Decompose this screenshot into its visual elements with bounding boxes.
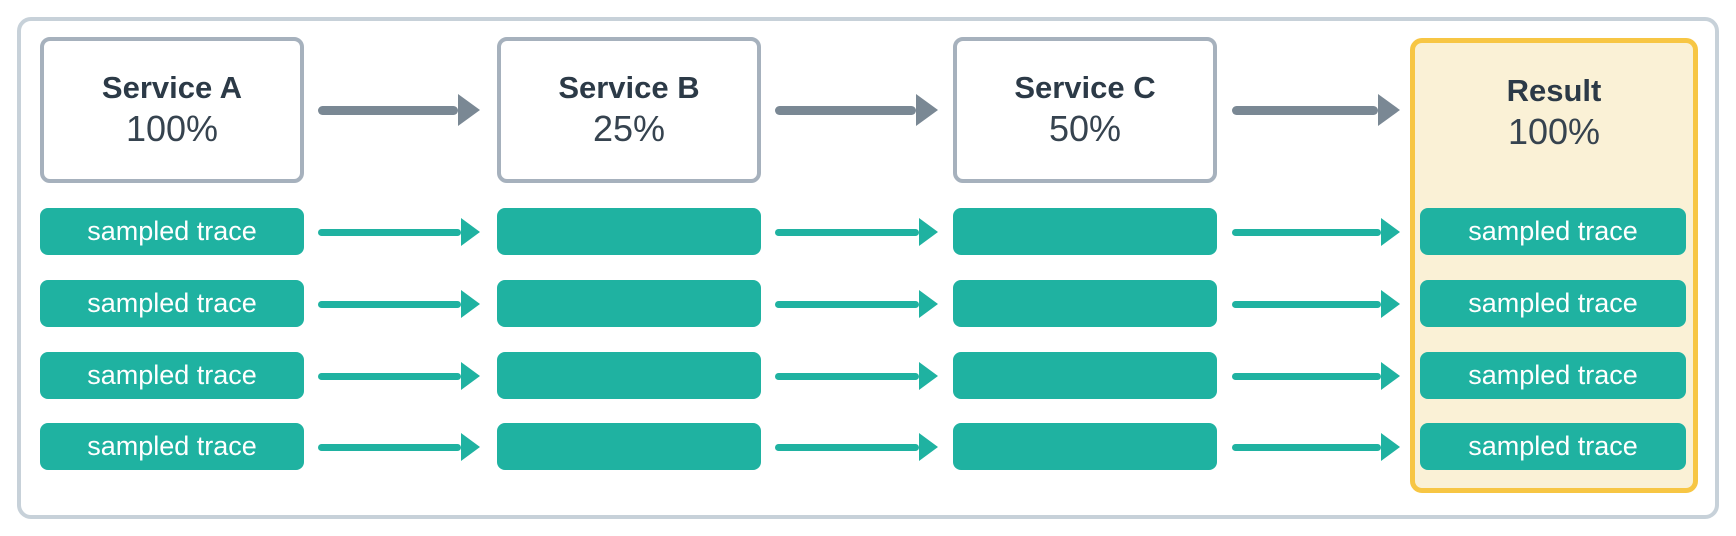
service-a-rate: 100% xyxy=(125,108,219,150)
arrow-shaft xyxy=(775,443,919,451)
trace-arrow-row2-b-to-c xyxy=(775,290,938,318)
arrow-head-icon xyxy=(461,218,480,246)
flow-arrow-a-to-b xyxy=(318,94,480,126)
flow-arrow-c-to-result xyxy=(1232,94,1400,126)
service-a-title: Service A xyxy=(101,69,243,105)
service-c-rate: 50% xyxy=(1048,108,1122,150)
arrow-head-icon xyxy=(1381,362,1400,390)
arrow-head-icon xyxy=(1378,94,1400,126)
result-box: Result 100% xyxy=(1410,38,1698,493)
trace-bar-a-row3: sampled trace xyxy=(40,352,304,399)
service-a-box: Service A 100% xyxy=(40,37,304,183)
arrow-shaft xyxy=(318,372,461,380)
trace-bar-b-row4 xyxy=(497,423,761,470)
result-rate: 100% xyxy=(1507,111,1601,153)
arrow-shaft xyxy=(1232,443,1381,451)
arrow-head-icon xyxy=(916,94,938,126)
arrow-head-icon xyxy=(1381,218,1400,246)
trace-arrow-row1-a-to-b xyxy=(318,218,480,246)
trace-arrow-row4-a-to-b xyxy=(318,433,480,461)
trace-bar-a-row1: sampled trace xyxy=(40,208,304,255)
trace-arrow-row3-c-to-result xyxy=(1232,362,1400,390)
trace-bar-b-row2 xyxy=(497,280,761,327)
arrow-head-icon xyxy=(919,433,938,461)
arrow-shaft xyxy=(775,228,919,236)
arrow-head-icon xyxy=(458,94,480,126)
arrow-shaft xyxy=(318,228,461,236)
arrow-shaft xyxy=(775,105,916,115)
arrow-shaft xyxy=(318,443,461,451)
arrow-shaft xyxy=(1232,228,1381,236)
arrow-head-icon xyxy=(461,290,480,318)
result-header: Result 100% xyxy=(1415,43,1693,183)
service-b-box: Service B 25% xyxy=(497,37,761,183)
trace-arrow-row1-c-to-result xyxy=(1232,218,1400,246)
trace-arrow-row4-c-to-result xyxy=(1232,433,1400,461)
arrow-head-icon xyxy=(1381,290,1400,318)
flow-arrow-b-to-c xyxy=(775,94,938,126)
trace-bar-c-row2 xyxy=(953,280,1217,327)
arrow-shaft xyxy=(318,105,458,115)
service-c-title: Service C xyxy=(1014,69,1156,105)
arrow-head-icon xyxy=(919,218,938,246)
arrow-shaft xyxy=(1232,105,1378,115)
trace-bar-result-row3: sampled trace xyxy=(1420,352,1686,399)
arrow-head-icon xyxy=(1381,433,1400,461)
trace-bar-a-row4: sampled trace xyxy=(40,423,304,470)
diagram-frame xyxy=(17,17,1719,519)
result-title: Result xyxy=(1506,72,1602,108)
trace-bar-result-row4: sampled trace xyxy=(1420,423,1686,470)
arrow-shaft xyxy=(775,372,919,380)
trace-bar-c-row3 xyxy=(953,352,1217,399)
arrow-shaft xyxy=(1232,300,1381,308)
trace-bar-a-row2: sampled trace xyxy=(40,280,304,327)
trace-bar-result-row1: sampled trace xyxy=(1420,208,1686,255)
trace-bar-c-row1 xyxy=(953,208,1217,255)
trace-bar-b-row3 xyxy=(497,352,761,399)
trace-arrow-row3-a-to-b xyxy=(318,362,480,390)
trace-arrow-row4-b-to-c xyxy=(775,433,938,461)
service-b-rate: 25% xyxy=(592,108,666,150)
trace-bar-b-row1 xyxy=(497,208,761,255)
arrow-shaft xyxy=(775,300,919,308)
arrow-head-icon xyxy=(919,362,938,390)
trace-arrow-row1-b-to-c xyxy=(775,218,938,246)
service-c-box: Service C 50% xyxy=(953,37,1217,183)
arrow-shaft xyxy=(318,300,461,308)
arrow-head-icon xyxy=(461,362,480,390)
service-b-title: Service B xyxy=(558,69,700,105)
arrow-head-icon xyxy=(461,433,480,461)
arrow-shaft xyxy=(1232,372,1381,380)
trace-bar-c-row4 xyxy=(953,423,1217,470)
trace-arrow-row2-a-to-b xyxy=(318,290,480,318)
trace-arrow-row3-b-to-c xyxy=(775,362,938,390)
arrow-head-icon xyxy=(919,290,938,318)
trace-bar-result-row2: sampled trace xyxy=(1420,280,1686,327)
trace-arrow-row2-c-to-result xyxy=(1232,290,1400,318)
